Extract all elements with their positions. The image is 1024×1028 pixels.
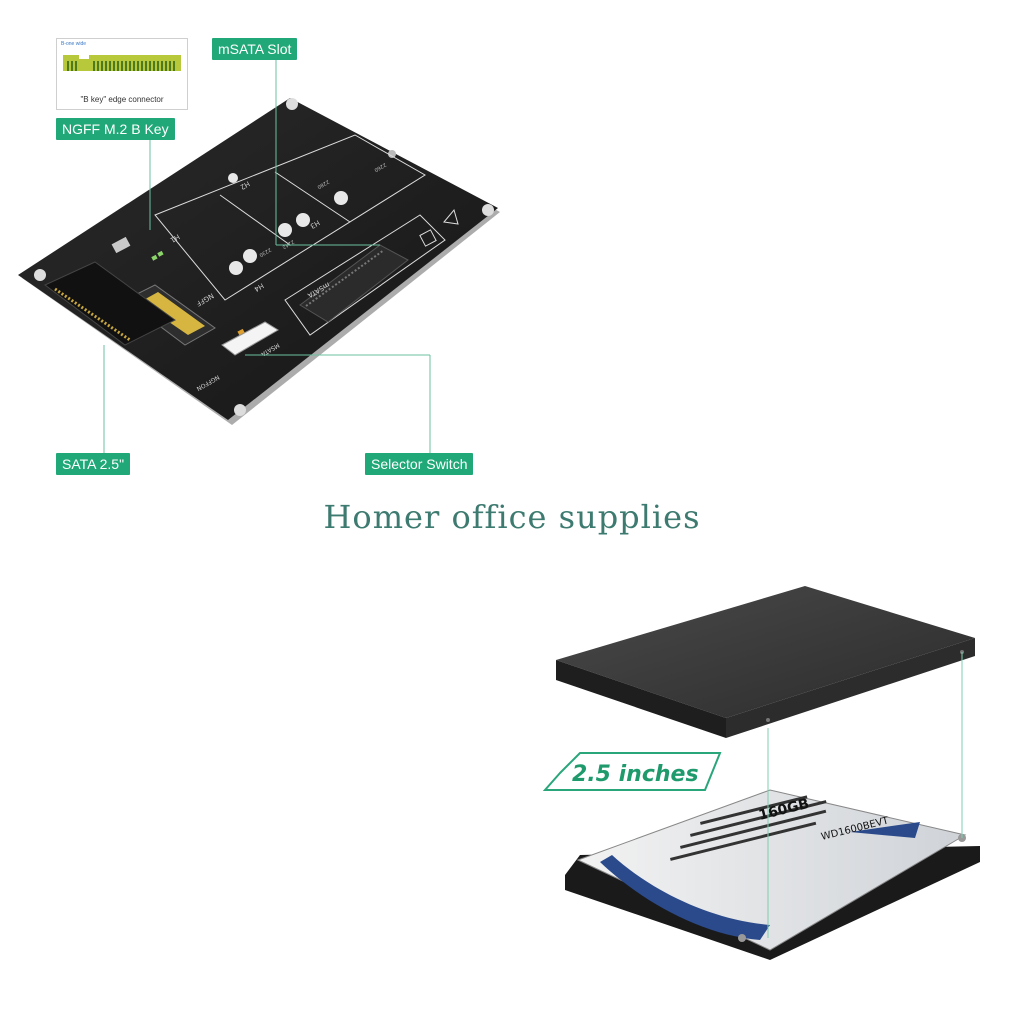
led [151,254,158,261]
m2-slot-area [154,134,426,301]
msata-connector [299,244,409,323]
hdd-logo-stripe [850,822,920,838]
recycle-icon [419,229,437,247]
lid-side [726,638,975,738]
size-badge: 2.5 inches [542,752,722,791]
standoff-hole [228,173,238,183]
leader-lines [103,60,431,453]
callout-msata-slot: mSATA Slot [212,38,298,60]
board-label-h2: H2 [239,179,251,191]
alignment-lines [767,652,963,938]
standoff-hole [296,213,310,227]
board-label-2230: 2230 [258,246,272,258]
standoff-hole [229,261,243,275]
board-label-2242: 2242 [281,238,295,250]
standoff-hole [278,223,292,237]
mounting-hole [286,98,298,110]
board-label-2280: 2280 [316,178,330,190]
selector-switch [221,321,279,356]
msata-slot-area [284,214,446,336]
size-badge-text: 2.5 inches [572,762,699,787]
mounting-hole [34,269,46,281]
edge-connector-icon [63,51,181,71]
lid-top [556,586,975,718]
sata-connector [44,261,176,346]
edge-connector-inset: B-one wide "B key" edge connector [56,38,188,110]
chip [111,236,131,254]
standoff-hole [243,249,257,263]
enclosure-lid [556,586,975,738]
hard-drive: 160GB WD1600BEVT [576,789,967,951]
board-label-h1: H1 [169,232,181,244]
board-label-2260: 2260 [373,161,387,173]
inset-small-label: B-one wide [61,41,87,47]
adapter-board: H1 H2 H3 H4 NGFF mSATA MSATA NGFFON 2260… [18,98,500,425]
mounting-hole [388,150,396,158]
callout-sata: SATA 2.5" [56,453,131,475]
inset-caption: "B key" edge connector [80,95,164,104]
hdd-blue-stripe [600,855,770,940]
callout-selector-switch: Selector Switch [365,453,474,475]
standoff-hole [334,191,348,205]
mounting-hole [482,204,494,216]
board-label-h3: H3 [309,218,321,230]
lid-front [556,660,726,738]
mounting-hole [234,404,246,416]
led [157,250,164,257]
callout-ngff: NGFF M.2 B Key [56,118,175,140]
board-body [18,98,498,420]
esd-warning-icon [443,208,459,225]
watermark-text: Homer office supplies [323,498,701,536]
